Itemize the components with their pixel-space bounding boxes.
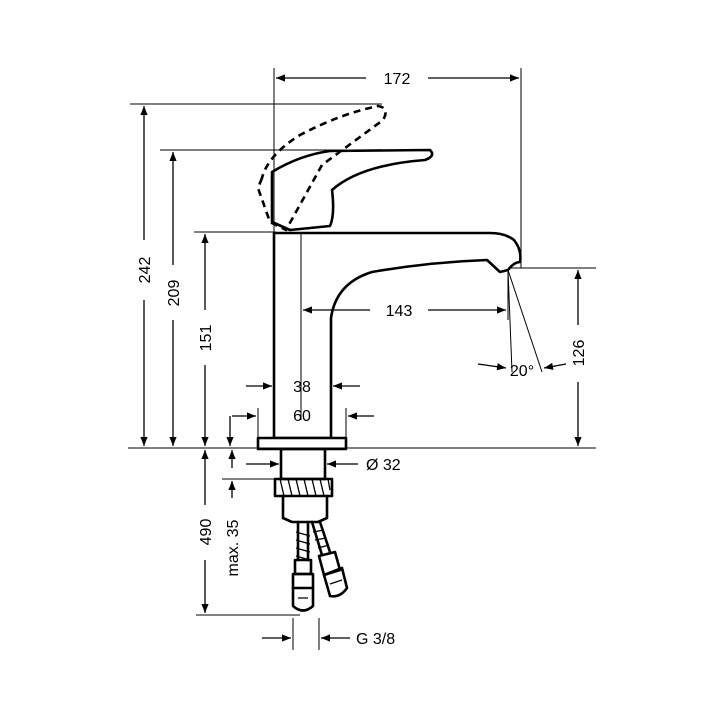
dim-label-172: 172 bbox=[384, 71, 411, 88]
mounting-nut bbox=[273, 477, 334, 498]
dim-label-g38: G 3/8 bbox=[356, 631, 395, 648]
dim-label-143: 143 bbox=[386, 303, 413, 320]
base-plate bbox=[256, 436, 348, 451]
supply-hoses bbox=[291, 520, 349, 612]
dim-label-angle: 20° bbox=[510, 363, 534, 380]
dimension-lines bbox=[128, 68, 596, 650]
dim-label-60: 60 bbox=[293, 408, 311, 425]
lower-shank bbox=[281, 494, 329, 524]
dim-label-126: 126 bbox=[571, 340, 588, 367]
dim-label-242: 242 bbox=[137, 257, 154, 284]
dim-label-490: 490 bbox=[198, 519, 215, 546]
dim-label-209: 209 bbox=[166, 280, 183, 307]
dim-label-38: 38 bbox=[293, 379, 311, 396]
faucet-outline bbox=[256, 104, 522, 612]
dim-label-thread-32: Ø 32 bbox=[366, 457, 401, 474]
dim-label-max-35: max. 35 bbox=[225, 519, 242, 576]
threaded-stem bbox=[279, 447, 327, 481]
dim-label-151: 151 bbox=[198, 325, 215, 352]
lever-closed bbox=[270, 148, 434, 232]
faucet-body bbox=[272, 231, 522, 440]
